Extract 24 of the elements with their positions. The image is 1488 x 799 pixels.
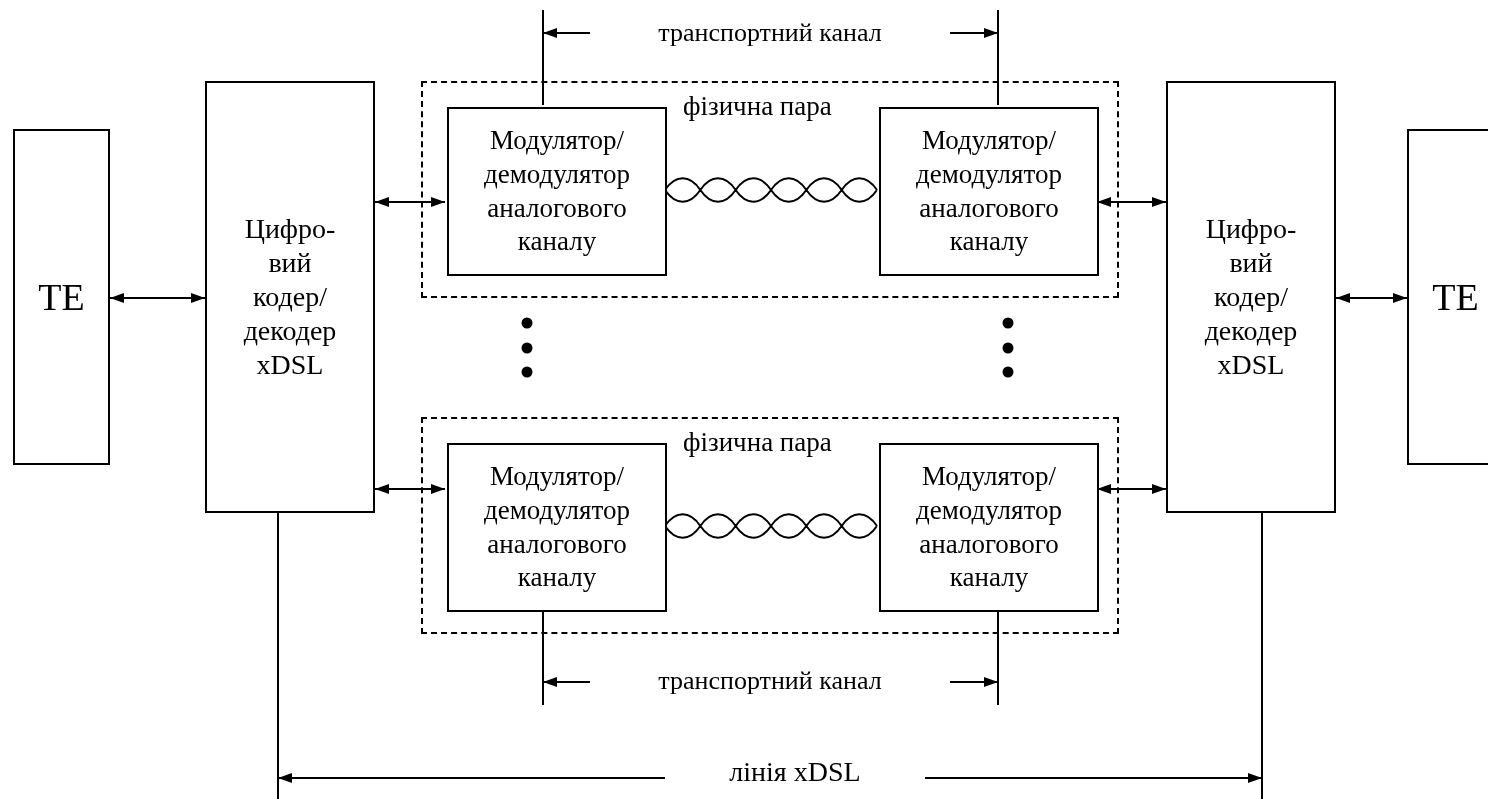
arrow — [374, 484, 446, 494]
box-text: Модулятор/ демодулятор аналогового каналу — [915, 124, 1063, 259]
box-text: TE — [38, 274, 85, 320]
arrow — [109, 293, 206, 303]
box-text: Цифро- вий кодер/ декодер xDSL — [242, 211, 338, 383]
modem-box — [879, 443, 1099, 612]
codec-box — [205, 81, 375, 513]
dashed-group-box — [421, 417, 1119, 634]
box-text: Модулятор/ демодулятор аналогового каналу — [915, 460, 1063, 595]
codec-box — [1166, 81, 1336, 513]
modem-box — [879, 107, 1099, 276]
box-text: Модулятор/ демодулятор аналогового каналу — [483, 124, 631, 259]
box-text: Цифро- вий кодер/ декодер xDSL — [1203, 211, 1299, 383]
arrow — [374, 197, 446, 207]
box-text: Модулятор/ демодулятор аналогового каналу — [483, 460, 631, 595]
arrow — [1335, 293, 1408, 303]
terminal-box — [1407, 129, 1488, 465]
terminal-box — [13, 129, 110, 465]
group-label: фізична пара — [683, 93, 832, 120]
modem-box — [447, 443, 667, 612]
modem-box — [447, 107, 667, 276]
dashed-group-box — [421, 81, 1119, 298]
box-text: TE — [1432, 274, 1479, 320]
group-label: фізична пара — [683, 429, 832, 456]
